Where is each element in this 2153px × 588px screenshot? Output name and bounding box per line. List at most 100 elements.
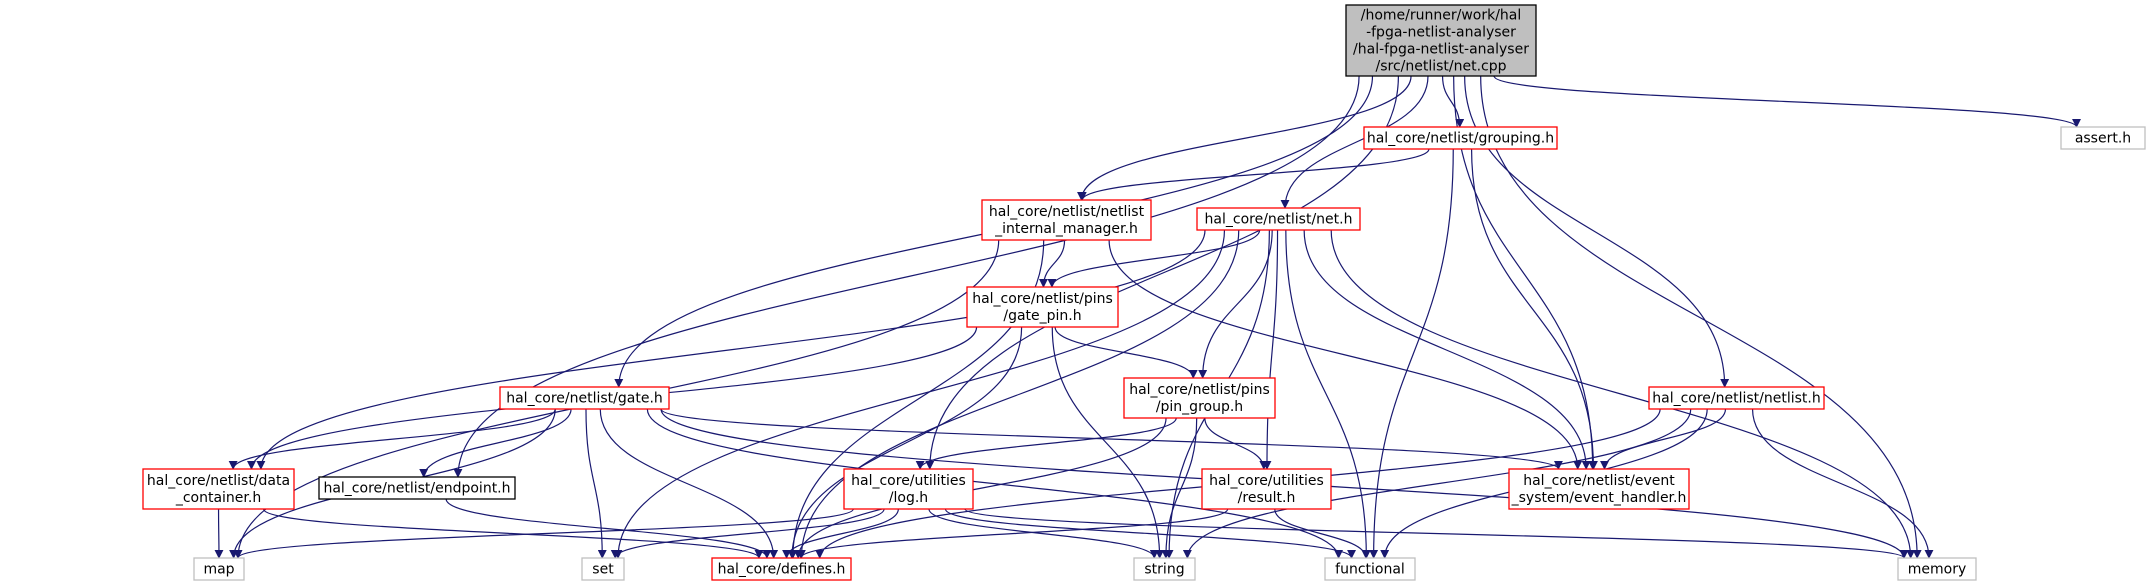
- node-set-label: set: [592, 562, 614, 578]
- node-data_container-label-line: _container.h: [175, 490, 261, 506]
- edge-internal_manager-to-gate_pin: [1038, 239, 1066, 288]
- edge-net-to-set: [613, 229, 1226, 559]
- edge-log-to-map: [233, 508, 854, 559]
- edge-net-to-event_handler: [1303, 229, 1591, 470]
- edge-net-to-memory: [1330, 229, 1916, 559]
- node-data_container-label: hal_core/netlist/data_container.h: [147, 473, 290, 506]
- node-defines[interactable]: hal_core/defines.h: [711, 557, 852, 581]
- node-pin_group-label-line: /pin_group.h: [1156, 399, 1243, 415]
- node-net[interactable]: hal_core/netlist/net.h: [1196, 207, 1361, 231]
- node-internal_manager-box: [981, 199, 1152, 241]
- node-netlist-label: hal_core/netlist/netlist.h: [1652, 391, 1821, 407]
- edge-net-to-defines: [796, 229, 1240, 559]
- edge-root-to-net: [1280, 75, 1429, 209]
- node-gate-label: hal_core/netlist/gate.h: [506, 391, 663, 407]
- node-functional: functional: [1324, 557, 1416, 581]
- node-map-label: map: [203, 562, 234, 578]
- edge-log-to-set: [610, 508, 885, 559]
- edge-log-to-memory: [964, 508, 1909, 559]
- node-data_container[interactable]: hal_core/netlist/data_container.h: [142, 468, 295, 510]
- edge-log-to-defines: [782, 508, 899, 559]
- node-assert-box: [2060, 126, 2146, 150]
- node-gate[interactable]: hal_core/netlist/gate.h: [499, 386, 670, 410]
- node-pin_group[interactable]: hal_core/netlist/pins/pin_group.h: [1123, 377, 1276, 419]
- node-pin_group-label-line: hal_core/netlist/pins: [1129, 382, 1270, 398]
- node-map: map: [193, 557, 245, 581]
- node-event_handler[interactable]: hal_core/netlist/event_system/event_hand…: [1508, 468, 1690, 510]
- node-functional-box: [1324, 557, 1416, 581]
- node-gate-label-line: hal_core/netlist/gate.h: [506, 391, 663, 407]
- node-set-label-line: set: [592, 562, 614, 578]
- node-net-box: [1196, 207, 1361, 231]
- node-result-label-line: /result.h: [1238, 490, 1296, 506]
- edge-gate-to-endpoint: [419, 408, 572, 478]
- node-internal_manager-label-line: hal_core/netlist/netlist: [989, 204, 1145, 220]
- node-set-box: [581, 557, 625, 581]
- node-gate-box: [499, 386, 670, 410]
- node-gate_pin-label: hal_core/netlist/pins/gate_pin.h: [972, 291, 1113, 324]
- node-grouping-label: hal_core/netlist/grouping.h: [1367, 131, 1554, 147]
- node-root-label-line: /home/runner/work/hal: [1361, 8, 1522, 24]
- edge-gate_pin-to-pin_group: [1054, 326, 1198, 379]
- node-memory-label: memory: [1908, 562, 1967, 578]
- node-netlist-box: [1648, 386, 1825, 410]
- node-root-label-line: -fpga-netlist-analyser: [1366, 25, 1516, 41]
- node-data_container-label-line: hal_core/netlist/data: [147, 473, 290, 489]
- node-result[interactable]: hal_core/utilities/result.h: [1201, 468, 1332, 510]
- node-grouping[interactable]: hal_core/netlist/grouping.h: [1363, 126, 1558, 150]
- node-log[interactable]: hal_core/utilities/log.h: [843, 468, 974, 510]
- edge-root-to-assert: [1493, 75, 2081, 128]
- node-log-box: [843, 468, 974, 510]
- node-data_container-box: [142, 468, 295, 510]
- node-event_handler-label: hal_core/netlist/event_system/event_hand…: [1511, 473, 1687, 506]
- node-internal_manager-label: hal_core/netlist/netlist_internal_manage…: [989, 204, 1145, 237]
- node-string-label-line: string: [1144, 562, 1184, 578]
- edge-endpoint-to-defines: [445, 498, 772, 559]
- node-assert-label: assert.h: [2075, 131, 2131, 147]
- node-result-box: [1201, 468, 1332, 510]
- node-gate_pin-label-line: hal_core/netlist/pins: [972, 291, 1113, 307]
- node-root-label: /home/runner/work/hal-fpga-netlist-analy…: [1353, 8, 1529, 75]
- node-internal_manager[interactable]: hal_core/netlist/netlist_internal_manage…: [981, 199, 1152, 241]
- node-gate_pin[interactable]: hal_core/netlist/pins/gate_pin.h: [966, 286, 1119, 328]
- node-endpoint-label: hal_core/netlist/endpoint.h: [323, 481, 510, 497]
- node-memory-label-line: memory: [1908, 562, 1967, 578]
- edge-grouping-to-functional: [1369, 148, 1454, 559]
- node-event_handler-label-line: _system/event_handler.h: [1511, 490, 1687, 506]
- node-gate_pin-label-line: /gate_pin.h: [1003, 308, 1081, 324]
- node-root-label-line: /hal-fpga-netlist-analyser: [1353, 42, 1529, 58]
- edge-net-to-functional: [1285, 229, 1371, 559]
- edge-gate_pin-to-defines: [787, 326, 1023, 559]
- node-internal_manager-label-line: _internal_manager.h: [994, 221, 1138, 237]
- node-log-label: hal_core/utilities/log.h: [851, 473, 966, 506]
- edge-pin_group-to-string: [1161, 417, 1198, 559]
- node-endpoint-label-line: hal_core/netlist/endpoint.h: [323, 481, 510, 497]
- node-root[interactable]: /home/runner/work/hal-fpga-netlist-analy…: [1345, 4, 1537, 77]
- edge-data_container-to-defines: [262, 508, 764, 559]
- edge-root-to-internal_manager: [1077, 75, 1412, 201]
- node-netlist[interactable]: hal_core/netlist/netlist.h: [1648, 386, 1825, 410]
- node-net-label: hal_core/netlist/net.h: [1205, 212, 1353, 228]
- node-endpoint[interactable]: hal_core/netlist/endpoint.h: [318, 476, 516, 500]
- edge-pin_group-to-result: [1204, 417, 1269, 470]
- node-map-box: [193, 557, 245, 581]
- edge-gate-to-event_handler: [660, 408, 1563, 470]
- edge-log-to-string: [928, 508, 1159, 559]
- node-net-label-line: hal_core/netlist/net.h: [1205, 212, 1353, 228]
- node-root-box: [1345, 4, 1537, 77]
- node-set: set: [581, 557, 625, 581]
- edge-grouping-to-internal_manager: [1077, 148, 1430, 201]
- node-defines-box: [711, 557, 852, 581]
- edge-result-to-defines: [796, 508, 1229, 559]
- node-string: string: [1133, 557, 1196, 581]
- node-root-label-line: /src/netlist/net.cpp: [1375, 59, 1506, 75]
- node-event_handler-box: [1508, 468, 1690, 510]
- edge-result-to-functional: [1274, 508, 1371, 559]
- node-string-label: string: [1144, 562, 1184, 578]
- edge-internal_manager-to-event_handler: [1108, 239, 1583, 470]
- node-netlist-label-line: hal_core/netlist/netlist.h: [1652, 391, 1821, 407]
- node-string-box: [1133, 557, 1196, 581]
- edge-net-to-pin_group: [1198, 229, 1273, 379]
- edge-root-to-memory: [1480, 75, 1922, 559]
